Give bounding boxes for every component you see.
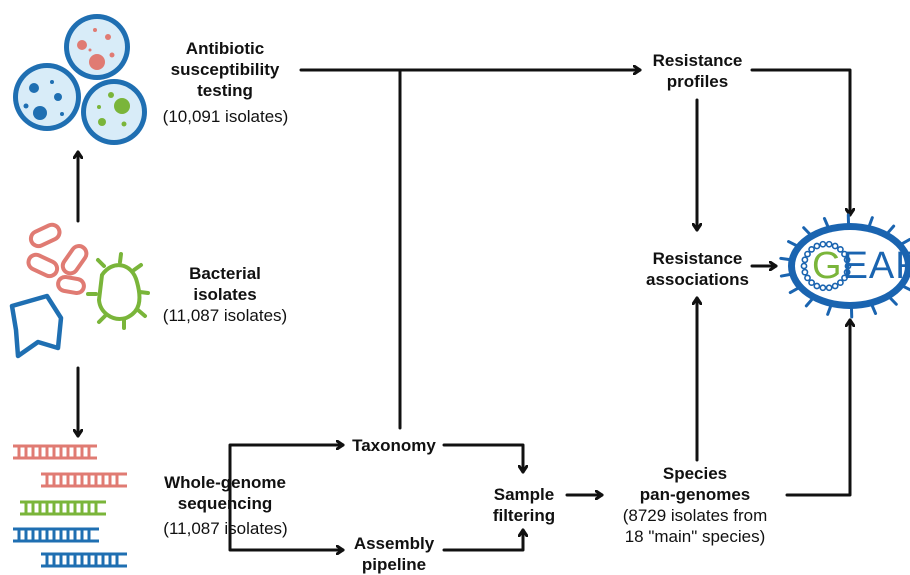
rod-bacteria-icon [26, 222, 89, 294]
wgs-count: (11,087 isolates) [148, 518, 303, 539]
pangenomes-label: Species pan-genomes (8729 isolates from … [605, 463, 785, 547]
sequencing-reads-icon [13, 446, 127, 566]
isolates-label: Bacterial isolates (11,087 isolates) [150, 263, 300, 326]
ast-count: (10,091 isolates) [148, 106, 303, 127]
wgs-label: Whole-genome sequencing [150, 472, 300, 514]
ast-label: Antibiotic susceptibility testing [150, 38, 300, 101]
read-green [20, 502, 106, 514]
resistance-associations-label: Resistance associations [630, 248, 765, 290]
read-blue-1 [13, 529, 99, 541]
petri-dish-blue-icon [13, 63, 81, 131]
assembly-label: Assembly pipeline [344, 533, 444, 575]
read-red-2 [41, 474, 127, 486]
arrow-pangenomes-to-gear [787, 320, 850, 495]
arrow-assembly-to-filtering [444, 530, 523, 550]
arrow-profiles-to-gear [752, 70, 850, 215]
taxonomy-label: Taxonomy [344, 435, 444, 456]
arrow-taxonomy-to-filtering [444, 445, 523, 472]
petri-dish-red-icon [64, 14, 130, 80]
bacteria-icon [12, 222, 148, 356]
sample-filtering-label: Sample filtering [480, 484, 568, 526]
spiked-bacteria-icon [88, 254, 148, 328]
resistance-profiles-label: Resistance profiles [640, 50, 755, 92]
star-bacteria-icon [12, 296, 61, 356]
read-blue-2 [41, 554, 127, 566]
petri-dish-green-icon [81, 79, 147, 145]
gear-logo-text: GEAR [812, 245, 910, 287]
petri-dishes-icon [13, 14, 147, 145]
gear-logo-g: G [812, 245, 843, 287]
read-red-1 [13, 446, 97, 458]
gear-logo-ear: EAR [843, 245, 910, 287]
